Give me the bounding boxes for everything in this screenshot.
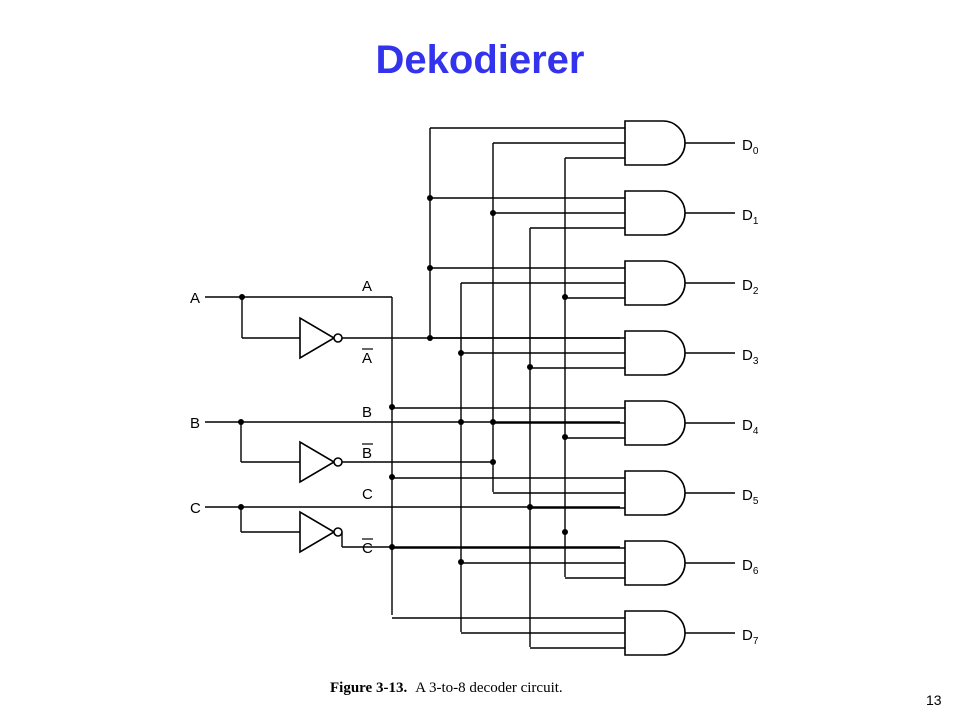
inverter-b-bubble [333,457,343,467]
junction-b-3 [458,559,464,565]
gates [299,120,686,656]
and-gate-d1 [624,190,686,236]
junction-b-bar-1 [490,210,496,216]
rail-label-c: C [362,486,373,503]
junction-b-1 [458,350,464,356]
and-gate-d6 [624,540,686,586]
junction-a-3 [389,544,395,550]
junction-c-bar-3 [562,529,568,535]
inverter-b [299,440,336,484]
output-label-d1: D1 [742,207,759,227]
circuit-wires [205,127,735,649]
rail-label-b-bar: B [362,445,372,462]
page-number: 13 [926,692,942,708]
junction-a-2 [389,474,395,480]
junction-b-bar-3 [490,459,496,465]
junction-a-bar-2 [427,265,433,271]
output-label-d6: D6 [742,557,759,577]
junction-dots [238,195,568,565]
figure-caption-label: Figure 3-13. [330,680,408,696]
input-label-a: A [190,290,200,307]
slide-title: Dekodierer [375,38,585,82]
output-label-d7: D7 [742,627,759,647]
and-gate-d0 [624,120,686,166]
output-label-d3: D3 [742,347,759,367]
output-label-d4: D4 [742,417,759,437]
and-gate-d4 [624,400,686,446]
junction-c-2 [527,504,533,510]
junction-c-1 [527,364,533,370]
and-gate-d7 [624,610,686,656]
junction-c-bar-1 [562,294,568,300]
junction-a-bar-3 [427,335,433,341]
junction-a-1 [389,404,395,410]
junction-c-bar-2 [562,434,568,440]
output-label-d5: D5 [742,487,759,507]
inverter-a-bubble [333,333,343,343]
rail-label-a-bar: A [362,350,372,367]
input-label-c: C [190,500,201,517]
and-gate-d5 [624,470,686,516]
junction-b-split [238,419,244,425]
junction-b-2 [458,419,464,425]
junction-a-bar-1 [427,195,433,201]
junction-c-split [238,504,244,510]
rail-label-c-bar: C [362,540,373,557]
inverter-c-bubble [333,527,343,537]
output-label-d0: D0 [742,137,759,157]
junction-a-split [239,294,245,300]
and-gate-d2 [624,260,686,306]
rail-label-b: B [362,404,372,421]
junction-b-bar-2 [490,419,496,425]
inverter-c [299,510,336,554]
and-gate-d3 [624,330,686,376]
output-label-d2: D2 [742,277,759,297]
input-label-b: B [190,415,200,432]
inverter-a [299,316,336,360]
figure-caption: Figure 3-13. A 3-to-8 decoder circuit. [330,680,563,697]
figure-caption-text: A 3-to-8 decoder circuit. [415,680,563,696]
rail-label-a: A [362,278,372,295]
